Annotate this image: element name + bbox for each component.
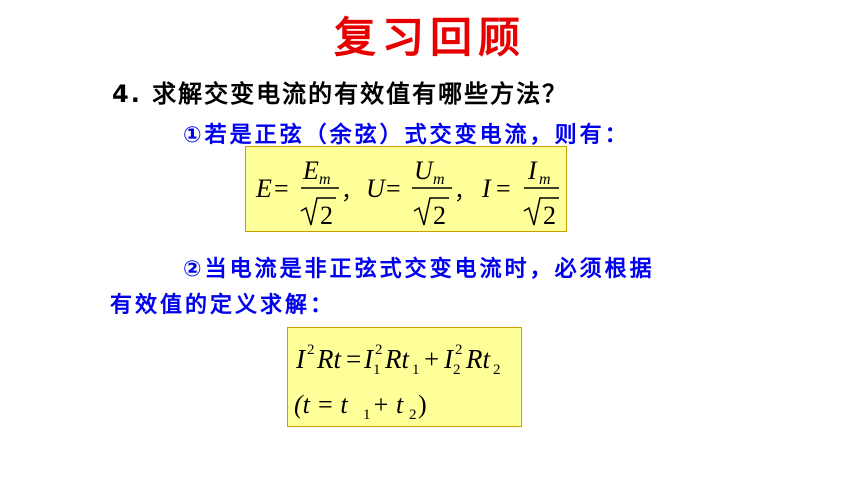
formula-2-i2-subscript: 2 — [453, 362, 461, 378]
formula-2-i2-superscript: 2 — [455, 342, 463, 358]
formula-2-equals: = — [346, 344, 361, 374]
formula-separator-2: ， — [454, 179, 476, 204]
formula-2-rt2: Rt — [465, 344, 491, 374]
formula-2-condition-end: ) — [418, 390, 427, 419]
formula-e-root-arg: 2 — [320, 201, 333, 230]
formula-i-symbol: I — [481, 174, 492, 203]
formula-separator-1: ， — [341, 179, 363, 204]
formula-u-symbol: U — [366, 174, 387, 203]
formula-u-subscript: m — [433, 171, 445, 188]
formula-2-i: I — [295, 344, 307, 374]
method-1-text: ①若是正弦（余弦）式交变电流，则有： — [183, 123, 630, 148]
formula-i-subscript: m — [539, 171, 551, 188]
formula-2-condition-plus: + t — [372, 390, 404, 419]
formula-2-condition-sub1: 1 — [363, 407, 371, 423]
formula-2-i1: I — [363, 344, 375, 374]
formula-2-plus: + — [424, 344, 439, 374]
method-2-line-1: ②当电流是非正弦式交变电流时，必须根据 — [183, 257, 655, 282]
page-title: 复习回顾 — [333, 13, 526, 62]
formula-2-rt: Rt — [316, 344, 342, 374]
method-2-line-2: 有效值的定义求解： — [110, 293, 336, 318]
formula-2-i2: I — [443, 344, 455, 374]
formula-e-subscript: m — [319, 171, 331, 188]
formula-2-i1-superscript: 2 — [375, 342, 383, 358]
formula-2-t2-subscript: 2 — [493, 362, 501, 378]
formula-2-condition-sub2: 2 — [409, 407, 417, 423]
formula-u-equals: = — [386, 174, 401, 203]
formula-i-radical-sign — [523, 197, 559, 226]
formula-e-equals: = — [274, 174, 289, 203]
formula-2-rt1: Rt — [384, 344, 410, 374]
formula-2-t1-subscript: 1 — [412, 362, 420, 378]
formula-2-condition-start: (t = t — [294, 390, 348, 419]
question-text: 4. 求解交变电流的有效值有哪些方法？ — [112, 80, 569, 108]
formula-u-root-arg: 2 — [433, 201, 446, 230]
formula-2-i1-subscript: 1 — [373, 362, 381, 378]
formula-rms-sine: E = E m 2 ， U = U m 2 ， I = I m 2 — [255, 156, 559, 230]
formula-box-rms-definition: I 2 Rt = I 1 2 Rt 1 + I 2 2 Rt 2 (t = t … — [287, 327, 522, 427]
formula-2-i-superscript: 2 — [307, 342, 315, 358]
formula-rms-definition: I 2 Rt = I 1 2 Rt 1 + I 2 2 Rt 2 (t = t … — [294, 342, 501, 423]
formula-u-radical-sign — [413, 197, 449, 226]
formula-u-numerator: U — [414, 156, 435, 185]
formula-i-equals: = — [496, 174, 511, 203]
formula-i-root-arg: 2 — [543, 201, 556, 230]
formula-e-radical-sign — [300, 197, 336, 226]
formula-box-rms-sine: E = E m 2 ， U = U m 2 ， I = I m 2 — [245, 146, 567, 232]
formula-e-symbol: E — [255, 174, 272, 203]
formula-e-numerator: E — [302, 156, 319, 185]
formula-i-numerator: I — [527, 156, 538, 185]
